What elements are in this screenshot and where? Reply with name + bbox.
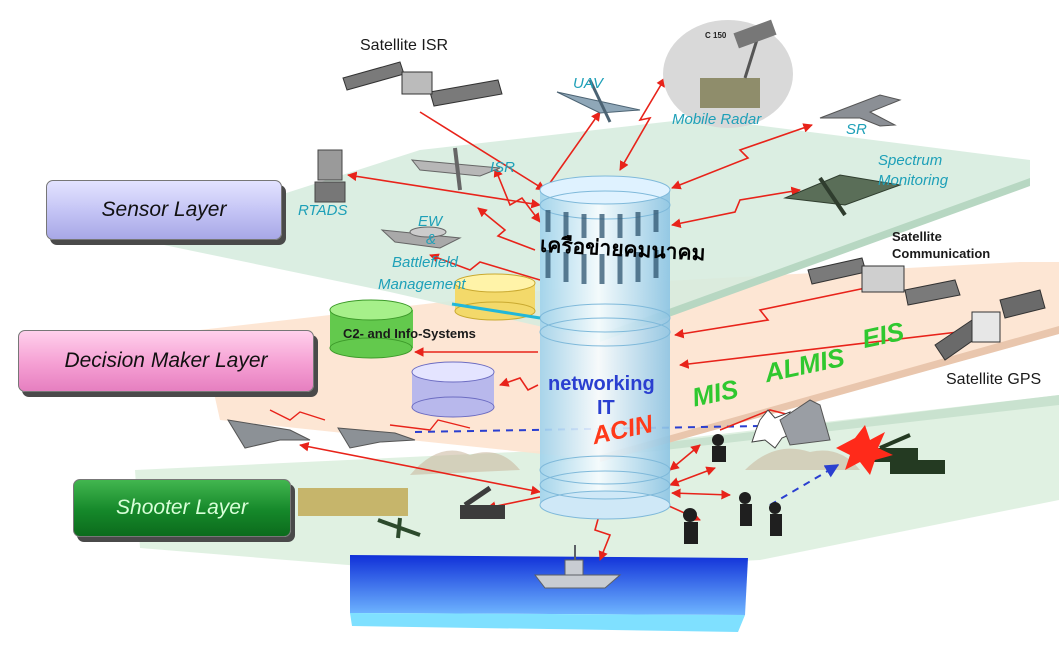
link-arrows <box>269 77 976 561</box>
warship-icon <box>533 545 622 589</box>
ew-aircraft-icon <box>380 226 462 249</box>
spectrum-label-line2: Monitoring <box>878 172 949 189</box>
it-label: IT <box>597 397 615 419</box>
satellite-isr-icon <box>342 61 503 107</box>
sensor-layer-button: Sensor Layer <box>46 180 282 240</box>
ew-label-line1: EW <box>418 213 443 230</box>
ew-label-line2: & <box>426 231 437 248</box>
decision-maker-layer-button: Decision Maker Layer <box>18 330 314 392</box>
radar-tag-label: C 150 <box>705 31 727 40</box>
spectrum-label-line1: Spectrum <box>878 152 943 169</box>
satellite-isr-label: Satellite ISR <box>360 37 449 54</box>
satellite-communication-icon <box>807 257 961 306</box>
ew-label-line3: Battlefield <box>392 254 458 271</box>
satellite-gps-icon <box>934 289 1046 361</box>
fighter-jet-icon <box>227 419 416 449</box>
spectrum-uav-icon <box>783 174 902 217</box>
isr-aircraft-icon <box>410 147 501 191</box>
network-tower <box>539 175 671 520</box>
networking-label: networking <box>548 373 655 395</box>
c2-database <box>329 299 413 359</box>
sam-launcher-icon <box>298 485 505 539</box>
rtads-label: RTADS <box>298 202 348 219</box>
shooter-layer-label: Shooter Layer <box>116 496 248 519</box>
satcom-label-line1: Satellite <box>892 229 942 244</box>
shooter-layer-button: Shooter Layer <box>73 479 291 537</box>
mobile-radar-icon <box>663 19 793 128</box>
rtads-icon <box>314 149 346 203</box>
decision-layer-label: Decision Maker Layer <box>64 349 268 372</box>
ew-label-line4: Management <box>378 276 466 293</box>
mobile-radar-label: Mobile Radar <box>672 111 762 128</box>
satellite-gps-label: Satellite GPS <box>946 371 1042 388</box>
blue-database <box>411 361 495 418</box>
yellow-database <box>451 273 541 321</box>
satcom-label-line2: Communication <box>892 246 991 261</box>
uav-label: UAV <box>573 75 604 92</box>
sr-jet-icon <box>819 94 902 127</box>
c2-systems-label: C2- and Info-Systems <box>343 326 476 341</box>
sensor-layer-label: Sensor Layer <box>101 198 227 221</box>
missile-icon <box>779 399 831 446</box>
uav-icon <box>556 79 641 123</box>
sr-label: SR <box>846 121 867 138</box>
isr-label: ISR <box>490 159 516 176</box>
soldiers-icon <box>683 434 782 544</box>
